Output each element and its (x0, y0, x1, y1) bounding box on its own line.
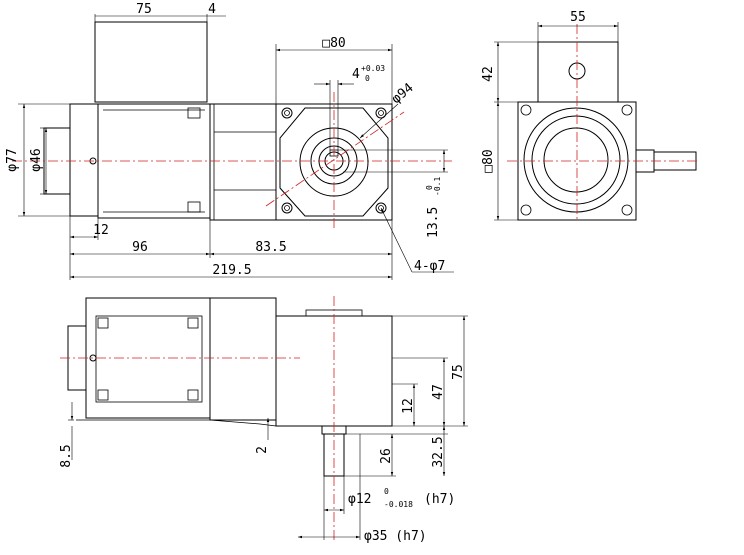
terminal-box (94, 21, 208, 103)
dim-motor-len: 96 (132, 240, 148, 255)
dim-pilot-dia: φ46 (29, 148, 44, 171)
dim-shaft-dia: φ12 (348, 492, 371, 507)
dim-height-12: 12 (401, 398, 416, 414)
flange-outline (279, 107, 389, 217)
mount-hole-icon (281, 202, 293, 214)
dim-height-47: 47 (431, 384, 446, 400)
dim-shaft-26: 26 (379, 448, 394, 464)
dim-boss-dia: φ35 (h7) (364, 529, 427, 544)
mount-hole-icon (375, 202, 387, 214)
dim-bolt-circle: φ94 (389, 80, 417, 107)
side-terminal-box (537, 41, 619, 103)
dim-shaft-tol-upper: 0 (384, 487, 389, 496)
dim-key-height-tol-upper: 0 (425, 185, 434, 190)
dim-base-2: 2 (255, 446, 270, 454)
top-view: 75 47 12 32.5 26 8.5 2 φ12 0 -0.018 (h7)… (59, 296, 468, 544)
dim-top-offset: 4 (208, 2, 216, 17)
dim-key-height: 13.5 (426, 207, 441, 238)
dim-square-front: □80 (322, 36, 345, 51)
dim-key-width: 4 (352, 67, 360, 82)
dim-shaft-tol-lower: -0.018 (384, 500, 413, 509)
side-mid-ring (531, 115, 621, 205)
mount-hole-icon (375, 107, 387, 119)
top-gear-body (209, 297, 277, 421)
side-outer-ring (523, 107, 629, 213)
dim-box-width: 55 (570, 10, 586, 25)
side-view: 55 42 □80 (481, 10, 700, 221)
dim-key-height-tol-lower: -0.1 (433, 177, 442, 196)
dim-box-height: 42 (481, 66, 496, 82)
front-view: 75 4 φ77 φ46 12 96 83.5 219.5 □80 4 +0.0… (5, 2, 454, 280)
mount-hole-icon (281, 107, 293, 119)
dim-key-tol-lower: 0 (365, 74, 370, 83)
dim-top-width: 75 (136, 2, 152, 17)
side-inner-ring (543, 127, 609, 193)
dim-base-8-5: 8.5 (59, 444, 74, 467)
dim-square-side: □80 (481, 149, 496, 172)
dim-holes: 4-φ7 (414, 259, 445, 274)
dim-gear-len: 83.5 (255, 240, 286, 255)
gearbox-body (209, 103, 277, 221)
dim-shaft-32-5: 32.5 (431, 436, 446, 467)
dim-motor-dia: φ77 (5, 148, 20, 171)
motor-endcap (69, 103, 99, 217)
dim-shaft-fit: (h7) (424, 492, 455, 507)
dim-height-75: 75 (451, 364, 466, 380)
dim-total-len: 219.5 (212, 263, 251, 278)
dim-key-tol-upper: +0.03 (361, 64, 385, 73)
dim-flange-len: 12 (93, 223, 109, 238)
